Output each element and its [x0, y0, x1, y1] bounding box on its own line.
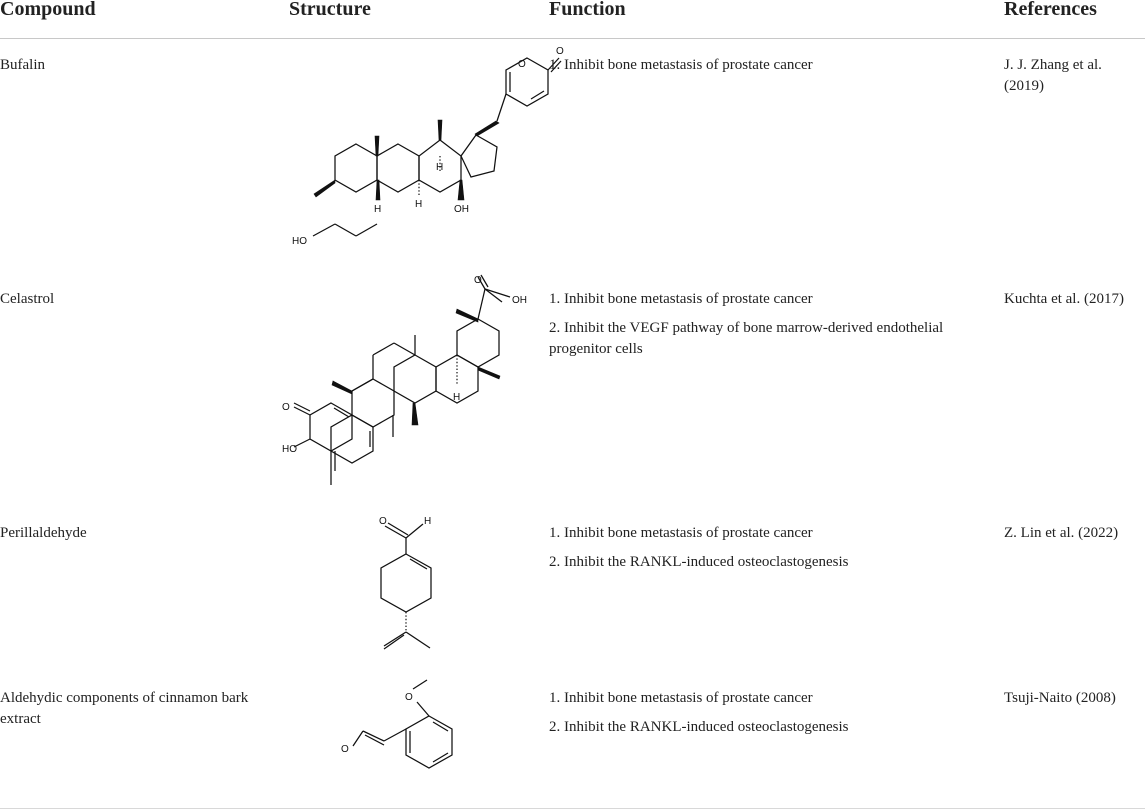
compound-name: Perillaldehyde	[0, 525, 87, 541]
table-header: Compound Structure Function References	[0, 0, 1145, 39]
reference: J. J. Zhang et al. (2019)	[1004, 55, 1145, 97]
reference-line: Kuchta et al. (2017)	[1004, 291, 1124, 307]
structure-celastrol: OH O H O	[280, 274, 540, 492]
svg-text:H: H	[436, 162, 443, 173]
function-item: 2. Inhibit the RANKL-induced osteoclasto…	[549, 554, 849, 570]
svg-text:HO: HO	[292, 236, 307, 247]
reference: Tsuji-Naito (2008)	[1004, 688, 1145, 709]
header-compound: Compound	[0, 0, 96, 20]
svg-text:H: H	[424, 516, 431, 527]
function-item: 1. Inhibit bone metastasis of prostate c…	[549, 525, 813, 541]
reference-line: J. J. Zhang et al.	[1004, 57, 1102, 73]
compound-name: Aldehydic components of cinnamon bark ex…	[0, 690, 249, 727]
header-structure: Structure	[289, 0, 371, 20]
structure-bufalin: O O OH H H H HO	[280, 40, 580, 265]
svg-text:H: H	[415, 199, 422, 210]
svg-text:O: O	[518, 59, 526, 70]
structure-cinnamaldehyde: O O	[335, 676, 475, 781]
compound-name: Celastrol	[0, 291, 55, 307]
svg-text:H: H	[374, 204, 381, 215]
function-item: 1. Inhibit bone metastasis of prostate c…	[549, 291, 813, 307]
svg-text:H: H	[453, 392, 460, 403]
compound-name: Bufalin	[0, 57, 45, 73]
svg-text:OH: OH	[454, 204, 469, 215]
svg-text:O: O	[556, 46, 564, 57]
svg-text:O: O	[341, 744, 349, 755]
function-item: 1. Inhibit bone metastasis of prostate c…	[549, 690, 813, 706]
svg-text:O: O	[474, 275, 482, 286]
svg-text:OH: OH	[512, 295, 527, 306]
reference-line: Z. Lin et al. (2022)	[1004, 525, 1119, 541]
svg-text:O: O	[282, 402, 290, 413]
function-item: 1. Inhibit bone metastasis of prostate c…	[549, 57, 813, 73]
header-references: References	[1004, 0, 1097, 20]
reference: Kuchta et al. (2017)	[1004, 289, 1145, 310]
reference: Z. Lin et al. (2022)	[1004, 523, 1145, 544]
function-list: 1. Inhibit bone metastasis of prostate c…	[549, 523, 989, 581]
function-item: 2. Inhibit the VEGF pathway of bone marr…	[549, 320, 944, 357]
svg-text:O: O	[405, 692, 413, 703]
reference-line: Tsuji-Naito (2008)	[1004, 690, 1116, 706]
header-function: Function	[549, 0, 626, 20]
reference-line: (2019)	[1004, 78, 1044, 94]
function-list: 1. Inhibit bone metastasis of prostate c…	[549, 688, 989, 746]
svg-text:HO: HO	[282, 444, 297, 455]
structure-perillaldehyde: O H	[370, 512, 460, 657]
function-list: 1. Inhibit bone metastasis of prostate c…	[549, 55, 989, 84]
table-bottom-rule	[0, 808, 1145, 809]
function-list: 1. Inhibit bone metastasis of prostate c…	[549, 289, 989, 368]
function-item: 2. Inhibit the RANKL-induced osteoclasto…	[549, 719, 849, 735]
svg-text:O: O	[379, 516, 387, 527]
